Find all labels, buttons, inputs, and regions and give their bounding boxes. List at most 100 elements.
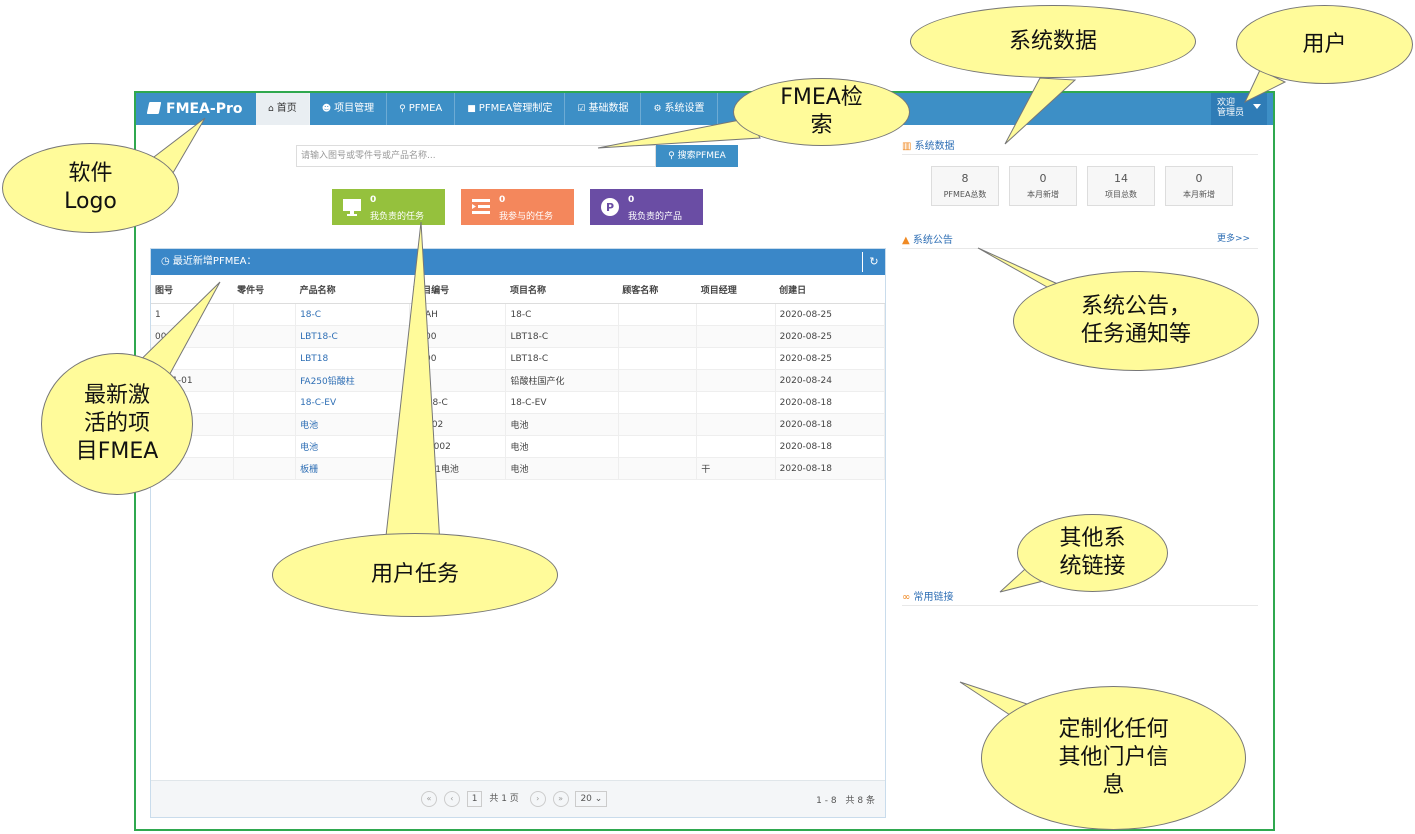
bell-icon: ▲ xyxy=(902,235,910,246)
nav-item-projects[interactable]: ☻项目管理 xyxy=(310,93,388,125)
notice-divider xyxy=(902,248,1258,249)
gear-icon: ⚙ xyxy=(653,104,662,114)
table-cell: 2020-08-18 xyxy=(775,457,886,480)
tile-joined-tasks[interactable]: 0 我参与的任务 xyxy=(461,189,574,225)
last-page-icon[interactable]: » xyxy=(552,791,569,807)
tile-my-products[interactable]: P 0 我负责的产品 xyxy=(590,189,703,225)
table-cell: LBT18-C xyxy=(505,347,619,370)
table-cell xyxy=(233,413,297,436)
column-header[interactable]: 零件号 xyxy=(233,275,296,304)
table-cell xyxy=(233,435,297,458)
record-count: 1 - 8 共 8 条 xyxy=(816,796,875,806)
page-number-input[interactable]: 1 xyxy=(466,791,483,807)
callout-custom: 定制化任何 其他门户信 息 xyxy=(981,686,1246,830)
table-cell xyxy=(618,435,698,458)
table-cell xyxy=(618,325,698,348)
column-header[interactable]: 项目名称 xyxy=(505,275,619,304)
first-page-icon[interactable]: « xyxy=(421,791,437,807)
table-row[interactable]: 0071-01FA250铅酸柱syj铅酸柱国产化2020-08-24 xyxy=(151,369,886,392)
callout-stats: 系统数据 xyxy=(910,5,1196,78)
table-cell[interactable]: FA250铅酸柱 xyxy=(295,369,410,392)
links-title: ∞ 常用链接 xyxy=(902,592,954,603)
prev-page-icon[interactable]: ‹ xyxy=(443,791,460,807)
table-cell: 2020-08-24 xyxy=(775,369,886,392)
table-cell: syj xyxy=(409,369,507,392)
nav-item-base-data[interactable]: ☑基础数据 xyxy=(565,93,642,125)
table-cell: 2020-08-25 xyxy=(775,325,886,348)
table-cell xyxy=(618,391,698,414)
search-icon: ⚲ xyxy=(399,104,406,114)
column-header[interactable]: 创建日 xyxy=(775,275,885,304)
home-icon: ⌂ xyxy=(268,104,274,114)
link-icon: ∞ xyxy=(902,592,911,603)
stats-divider xyxy=(902,154,1258,155)
column-header[interactable]: 顾客名称 xyxy=(618,275,697,304)
table-cell: 干 xyxy=(696,457,776,480)
main-nav: ⌂首页 ☻项目管理 ⚲PFMEA ■PFMEA管理制定 ☑基础数据 ⚙系统设置 xyxy=(256,93,718,125)
monitor-icon xyxy=(343,199,361,216)
table-cell xyxy=(618,369,698,392)
callout-recent: 最新激 活的项 目FMEA xyxy=(41,353,193,495)
links-divider xyxy=(902,605,1258,606)
nav-item-settings[interactable]: ⚙系统设置 xyxy=(641,93,718,125)
app-logo[interactable]: FMEA-Pro xyxy=(146,93,243,125)
top-navbar: FMEA-Pro ⌂首页 ☻项目管理 ⚲PFMEA ■PFMEA管理制定 ☑基础… xyxy=(136,93,1273,125)
table-cell xyxy=(696,435,776,458)
table-cell: 18-C xyxy=(505,303,619,326)
page-size-select[interactable]: 20 ⌄ xyxy=(575,791,608,807)
callout-links: 其他系 统链接 xyxy=(1017,514,1168,592)
table-cell: 2020-08-18 xyxy=(775,435,886,458)
callout-notice: 系统公告， 任务通知等 xyxy=(1013,271,1259,371)
table-cell xyxy=(618,303,698,326)
table-cell: 18-C-EV xyxy=(505,391,619,414)
check-icon: ☑ xyxy=(577,104,586,114)
svg-text:P: P xyxy=(606,201,614,214)
product-icon: P xyxy=(601,198,619,216)
users-icon: ☻ xyxy=(321,104,332,114)
tile-my-tasks[interactable]: 0 我负责的任务 xyxy=(332,189,445,225)
table-cell: 2020-08-18 xyxy=(775,413,886,436)
search-button[interactable]: ⚲ 搜索PFMEA xyxy=(656,145,738,167)
bar-chart-icon: ▥ xyxy=(902,141,912,152)
table-cell xyxy=(233,325,297,348)
table-cell: 电池 xyxy=(505,435,619,458)
table-cell: 2020-08-25 xyxy=(775,303,886,326)
nav-item-pfmea-manage[interactable]: ■PFMEA管理制定 xyxy=(455,93,566,125)
recent-pfmea-header: ◷ 最近新增PFMEA： ↻ xyxy=(151,249,885,275)
user-menu[interactable]: 欢迎 管理员 xyxy=(1211,93,1267,125)
table-cell: LBT18-C xyxy=(505,325,619,348)
column-header[interactable]: 图号 xyxy=(151,275,234,304)
table-cell: 2020-08-18 xyxy=(775,391,886,414)
search-input[interactable]: 请输入图号或零件号或产品名称... xyxy=(296,145,656,167)
table-cell xyxy=(696,325,776,348)
nav-item-pfmea[interactable]: ⚲PFMEA xyxy=(387,93,456,125)
table-cell xyxy=(696,391,776,414)
next-page-icon[interactable]: › xyxy=(529,791,546,807)
app-window: FMEA-Pro ⌂首页 ☻项目管理 ⚲PFMEA ■PFMEA管理制定 ☑基础… xyxy=(134,91,1275,831)
table-cell[interactable]: 电池 xyxy=(295,413,410,436)
table-cell[interactable]: 18-C xyxy=(295,303,410,326)
refresh-icon[interactable]: ↻ xyxy=(862,252,885,272)
column-header[interactable]: 产品名称 xyxy=(295,275,410,304)
nav-item-home[interactable]: ⌂首页 xyxy=(256,93,310,125)
clock-icon: ◷ xyxy=(161,256,170,267)
table-cell xyxy=(696,369,776,392)
callout-search: FMEA检 索 xyxy=(733,78,910,146)
table-cell xyxy=(233,369,297,392)
callout-tail-search xyxy=(597,117,761,149)
column-header[interactable]: 项目经理 xyxy=(696,275,776,304)
table-cell[interactable]: LBT18-C xyxy=(295,325,410,348)
caret-down-icon xyxy=(1253,104,1261,109)
notice-more-link[interactable]: 更多>> xyxy=(1217,234,1251,244)
callout-tail-tasks xyxy=(384,221,441,546)
stats-title: ▥ 系统数据 xyxy=(902,141,955,152)
